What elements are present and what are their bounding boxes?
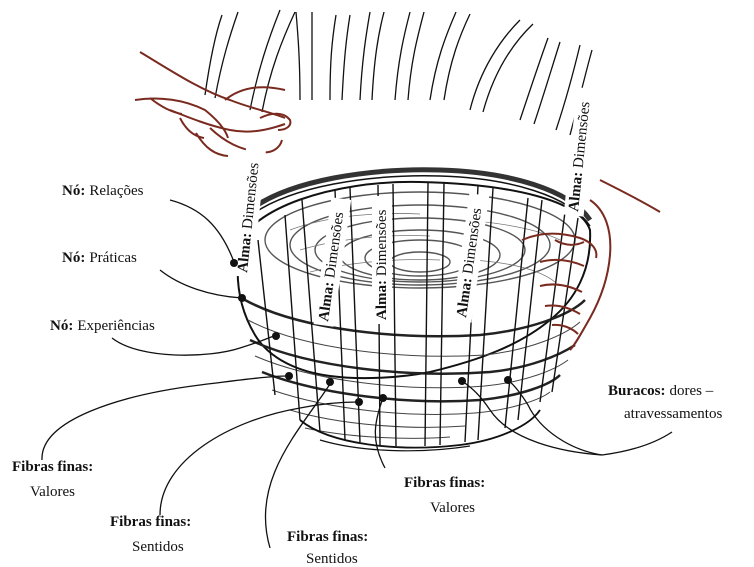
marker-dot <box>379 394 387 402</box>
marker-dot <box>230 259 238 267</box>
marker-dot <box>355 398 363 406</box>
no-desc: Práticas <box>89 250 137 266</box>
alma-term: Alma: <box>374 280 390 320</box>
no-desc: Experiências <box>77 318 155 334</box>
svg-text:Alma: Dimensões: Alma: Dimensões <box>374 209 390 320</box>
alma-label-5: Alma: Dimensões <box>564 87 597 216</box>
no-label-relacoes: Nó: Relações <box>62 182 144 199</box>
fibras-label-sentidos-mid: Fibras finas: Sentidos <box>287 529 368 567</box>
basket-illustration <box>205 10 592 451</box>
alma-label-1: Alma: Dimensões <box>233 148 266 277</box>
alma-desc: Dimensões <box>571 101 594 169</box>
svg-text:Nó: Experiências: Nó: Experiências <box>50 317 155 334</box>
svg-text:Nó: Relações: Nó: Relações <box>62 182 144 199</box>
left-hand-icon <box>135 52 290 156</box>
buracos-desc: dores – <box>670 383 714 399</box>
fibras-desc: Valores <box>430 500 475 516</box>
fibras-term: Fibras finas: <box>404 475 485 491</box>
marker-dot <box>326 378 334 386</box>
alma-desc: Dimensões <box>374 209 390 276</box>
fibras-desc: Sentidos <box>132 539 184 555</box>
fibras-term: Fibras finas: <box>110 514 191 530</box>
fibras-term: Fibras finas: <box>287 529 368 545</box>
no-term: Nó: <box>62 183 85 199</box>
fibras-label-valores-left: Fibras finas: Valores <box>12 459 93 500</box>
no-term: Nó: <box>62 250 85 266</box>
marker-dot <box>458 377 466 385</box>
no-label-praticas: Nó: Práticas <box>62 249 137 266</box>
fibras-desc: Valores <box>30 484 75 500</box>
no-term: Nó: <box>50 318 73 334</box>
fibras-label-sentidos-left: Fibras finas: Sentidos <box>110 514 191 555</box>
alma-label-3: Alma: Dimensões <box>372 196 392 324</box>
svg-text:Alma: Dimensões: Alma: Dimensões <box>316 211 347 323</box>
buracos-desc-line2: atravessamentos <box>624 406 722 422</box>
fibras-label-valores-right: Fibras finas: Valores <box>404 475 485 516</box>
marker-dot <box>504 376 512 384</box>
marker-dot <box>285 372 293 380</box>
marker-dot <box>238 294 246 302</box>
fibras-term: Fibras finas: <box>12 459 93 475</box>
buracos-label: Buracos: dores – atravessamentos <box>608 382 722 422</box>
alma-label-2: Alma: Dimensões <box>314 197 352 327</box>
fibras-desc: Sentidos <box>306 551 358 567</box>
no-label-experiencias: Nó: Experiências <box>50 317 155 334</box>
svg-text:Nó: Práticas: Nó: Práticas <box>62 249 137 266</box>
svg-text:Alma: Dimensões: Alma: Dimensões <box>454 207 485 319</box>
buracos-term: Buracos: <box>608 383 666 399</box>
no-desc: Relações <box>89 183 143 199</box>
alma-label-4: Alma: Dimensões <box>452 193 490 323</box>
svg-text:Buracos: dores –: Buracos: dores – <box>608 382 714 399</box>
marker-dot <box>272 332 280 340</box>
